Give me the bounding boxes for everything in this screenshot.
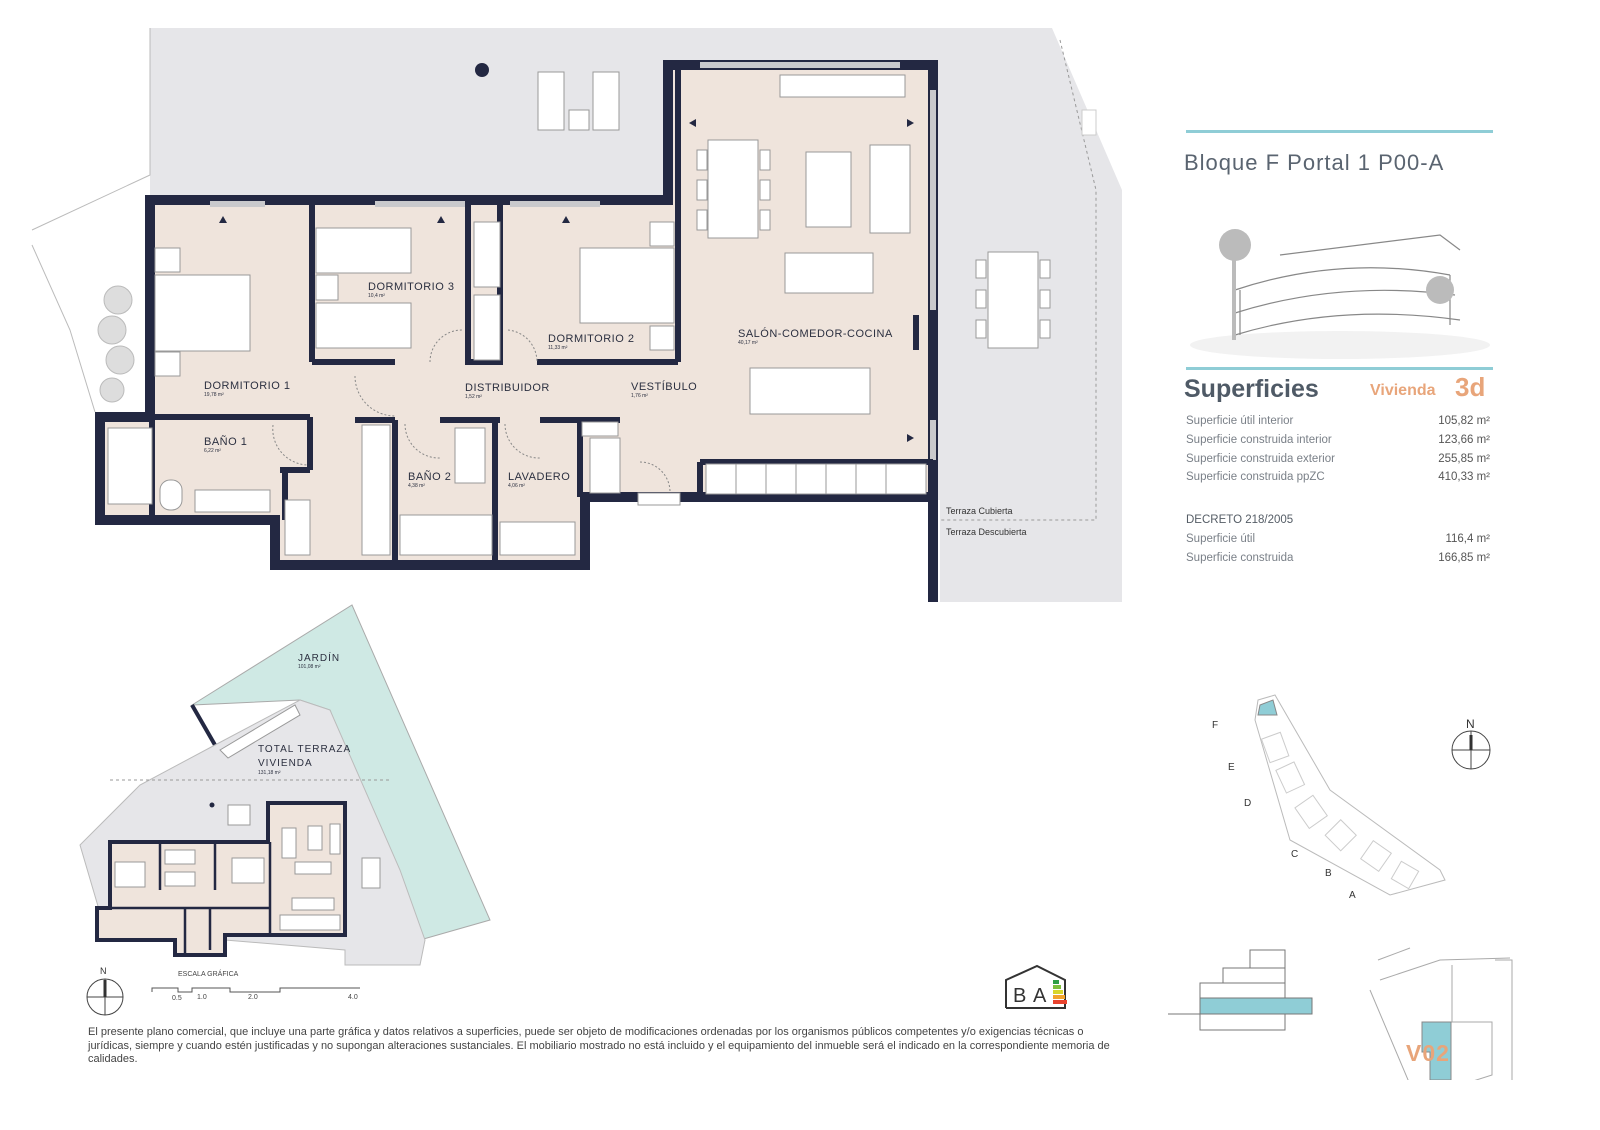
room-name: SALÓN-COMEDOR-COCINA (738, 327, 893, 340)
overview-plan: JARDÍN 101,08 m² TOTAL TERRAZA VIVIENDA … (79, 604, 491, 966)
north-label: N (1466, 717, 1475, 731)
garden-area-label: 101,08 m² (298, 664, 321, 670)
terrace-area-label: 131,18 m² (258, 770, 281, 776)
highlighted-block (1257, 699, 1278, 716)
room-area: 4,06 m² (508, 483, 525, 489)
section-diagram (1168, 949, 1313, 1031)
floor-plan: DORMITORIO 1 19,78 m² DORMITORIO 3 10,4 … (31, 28, 1122, 602)
vivienda-label: Vivienda (1370, 382, 1436, 399)
energy-rating: B (1013, 985, 1026, 1007)
scale-bar: N ESCALA GRÁFICA 0.5 1.0 2.0 4.0 (86, 966, 360, 1016)
decreto-title: DECRETO 218/2005 (1186, 514, 1294, 526)
room-name: DORMITORIO 3 (368, 281, 454, 293)
vivienda-type: 3d (1455, 372, 1486, 402)
terrace-edge (31, 28, 151, 231)
room-area: 1,52 m² (465, 394, 482, 400)
disclaimer-text: El presente plano comercial, que incluye… (88, 1026, 1110, 1065)
energy-label-icon: B A (1005, 964, 1067, 1009)
room-area: 11,33 m² (548, 345, 568, 351)
room-area: 4,38 m² (408, 483, 425, 489)
scale-tick: 1.0 (197, 994, 207, 1001)
plants-icon (97, 285, 135, 403)
divider (1186, 130, 1493, 133)
block-label: D (1244, 798, 1251, 809)
scale-tick: 4.0 (348, 994, 358, 1001)
divider (1186, 367, 1493, 370)
plan-code: V02 (1406, 1040, 1450, 1066)
room-area: 40,17 m² (738, 340, 758, 346)
legend-terraza-descubierta: Terraza Descubierta (946, 527, 1027, 537)
terrace-dash (940, 39, 1097, 521)
room-area: 6,22 m² (204, 448, 221, 454)
site-plan: F E D C B A N (1168, 694, 1513, 1080)
block-label: A (1349, 890, 1356, 901)
scale-title: ESCALA GRÁFICA (178, 969, 239, 978)
terrace-name: VIVIENDA (258, 758, 313, 769)
terrace-edge (31, 244, 96, 413)
scale-tick: 2.0 (248, 994, 258, 1001)
legend-terraza-cubierta: Terraza Cubierta (946, 506, 1013, 516)
location-map (1369, 947, 1513, 1080)
room-name: DORMITORIO 2 (548, 333, 634, 345)
room-name: LAVADERO (508, 471, 570, 483)
room-area: 10,4 m² (368, 293, 385, 299)
room-area: 19,78 m² (204, 392, 224, 398)
superficies-title: Superficies (1184, 375, 1319, 403)
building-sketch (1190, 229, 1490, 359)
room-name: DORMITORIO 1 (204, 380, 290, 392)
block-label: F (1212, 720, 1218, 731)
block-label: E (1228, 762, 1235, 773)
page-title: Bloque F Portal 1 P00-A (1184, 150, 1445, 175)
terrace-name: TOTAL TERRAZA (258, 744, 351, 755)
scale-tick: 0.5 (172, 995, 182, 1002)
block-label: B (1325, 868, 1332, 879)
room-name: DISTRIBUIDOR (465, 382, 550, 394)
garden-name: JARDÍN (298, 651, 340, 664)
room-name: VESTÍBULO (631, 380, 697, 393)
room-name: BAÑO 1 (204, 435, 247, 448)
room-area: 1,76 m² (631, 393, 648, 399)
block-label: C (1291, 849, 1298, 860)
svg-text:A: A (1033, 985, 1047, 1007)
room-name: BAÑO 2 (408, 470, 451, 483)
north-label: N (100, 966, 107, 976)
